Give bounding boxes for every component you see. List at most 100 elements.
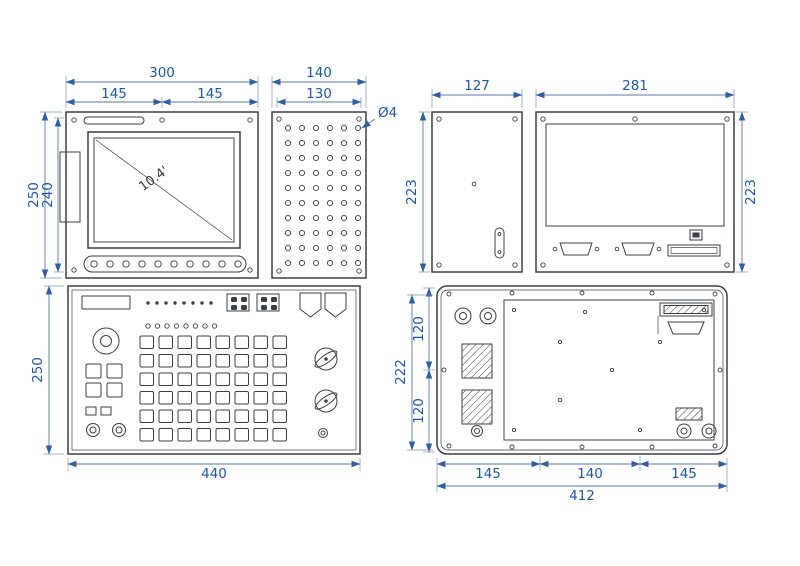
dims-rear-small: 127 223 [404, 78, 523, 273]
vent-hole [354, 259, 362, 267]
vent-hole [326, 169, 334, 177]
dims-display-front: 300 145 145 250 240 [26, 65, 259, 279]
side-latch [59, 151, 81, 223]
key [196, 391, 211, 405]
key [177, 428, 192, 442]
indicator [145, 323, 151, 329]
key [158, 391, 173, 405]
key [139, 428, 154, 442]
vent-hole [340, 214, 348, 222]
screen-diagonal-line [95, 139, 233, 241]
rotary-switch-2 [314, 389, 338, 413]
ring-button-1 [86, 423, 100, 437]
led [173, 301, 177, 305]
dim-back-width-right: 145 [671, 466, 697, 482]
key [139, 354, 154, 368]
vent-hole [340, 139, 348, 147]
dsub-connector-1 [552, 242, 600, 256]
vent-hole [340, 184, 348, 192]
display-panel-screws [71, 117, 253, 273]
vent-hole [312, 214, 320, 222]
cable-gland-1 [454, 307, 472, 325]
key [272, 428, 287, 442]
view-display-side [271, 111, 367, 279]
vent-hole [312, 124, 320, 132]
small-switch-2 [100, 406, 112, 416]
dip-segment [241, 305, 247, 310]
mounting-plate [503, 299, 715, 441]
softkey-button [138, 260, 146, 268]
key [158, 409, 173, 423]
cable-gland-2 [479, 307, 497, 325]
rear-large-screws [540, 116, 730, 268]
indicator [192, 323, 199, 329]
vent-hole [312, 259, 320, 267]
dims-keyboard-back: 120 120 222 145 140 145 412 [393, 287, 728, 504]
vent-hole [312, 244, 320, 252]
key [158, 335, 173, 349]
dim-rear-large-width: 281 [622, 78, 648, 94]
view-display-front: 10.4' [59, 111, 259, 279]
key [177, 391, 192, 405]
terminal-block-2 [461, 389, 493, 425]
dsub-connector-2 [614, 242, 662, 256]
key [253, 372, 268, 386]
function-key [106, 363, 123, 379]
key [177, 409, 192, 423]
vent-hole [284, 229, 292, 237]
dim-rear-small-width: 127 [464, 78, 490, 94]
ring-button-2 [112, 423, 126, 437]
vent-hole [284, 244, 292, 252]
softkey-button [90, 260, 98, 268]
dim-keyboard-width: 440 [201, 466, 227, 482]
key [253, 409, 268, 423]
keyboard-front-outline [67, 285, 361, 455]
indicator [183, 323, 189, 329]
vent-hole [284, 214, 292, 222]
indicator [202, 323, 208, 329]
dim-back-height-upper: 120 [411, 316, 427, 342]
vent-hole [298, 169, 306, 177]
key [272, 354, 287, 368]
screen-bezel [87, 131, 241, 249]
dim-rear-small-height: 223 [404, 179, 420, 205]
key [234, 391, 249, 405]
dim-back-height-lower: 120 [411, 398, 427, 424]
vent-hole [326, 184, 334, 192]
vent-hole [298, 259, 306, 267]
rear-small-connector [494, 227, 505, 259]
vent-hole [312, 139, 320, 147]
side-panel-screws [276, 116, 362, 274]
key [196, 372, 211, 386]
vent-hole [298, 154, 306, 162]
dip-segment [261, 305, 267, 310]
dim-display-width-left: 145 [101, 86, 127, 102]
dims-display-side: 140 130 Ø4 [271, 65, 397, 129]
vent-hole [298, 184, 306, 192]
dims-rear-large: 281 223 [535, 78, 759, 273]
key [139, 391, 154, 405]
dim-display-width-total: 300 [149, 65, 175, 81]
softkey-button [170, 260, 178, 268]
softkey-button [106, 260, 114, 268]
vent-hole [354, 184, 362, 192]
dip-segment [231, 305, 237, 310]
vent-hole [298, 124, 306, 132]
vent-hole [312, 154, 320, 162]
keyboard-back-inner-line [440, 289, 724, 451]
softkey-button [186, 260, 194, 268]
gland-bottom-left [471, 425, 483, 437]
vent-hole [326, 139, 334, 147]
vent-hole [284, 199, 292, 207]
indicator [211, 323, 218, 329]
softkey-strip [83, 255, 247, 273]
vent-hole [284, 139, 292, 147]
small-round-button [318, 428, 328, 438]
key [139, 409, 154, 423]
dim-back-height-total: 222 [393, 359, 409, 385]
key [272, 335, 287, 349]
gland-bottom-2 [701, 423, 717, 439]
hole-diameter-label: Ø4 [378, 105, 397, 121]
vent-hole [354, 124, 362, 132]
